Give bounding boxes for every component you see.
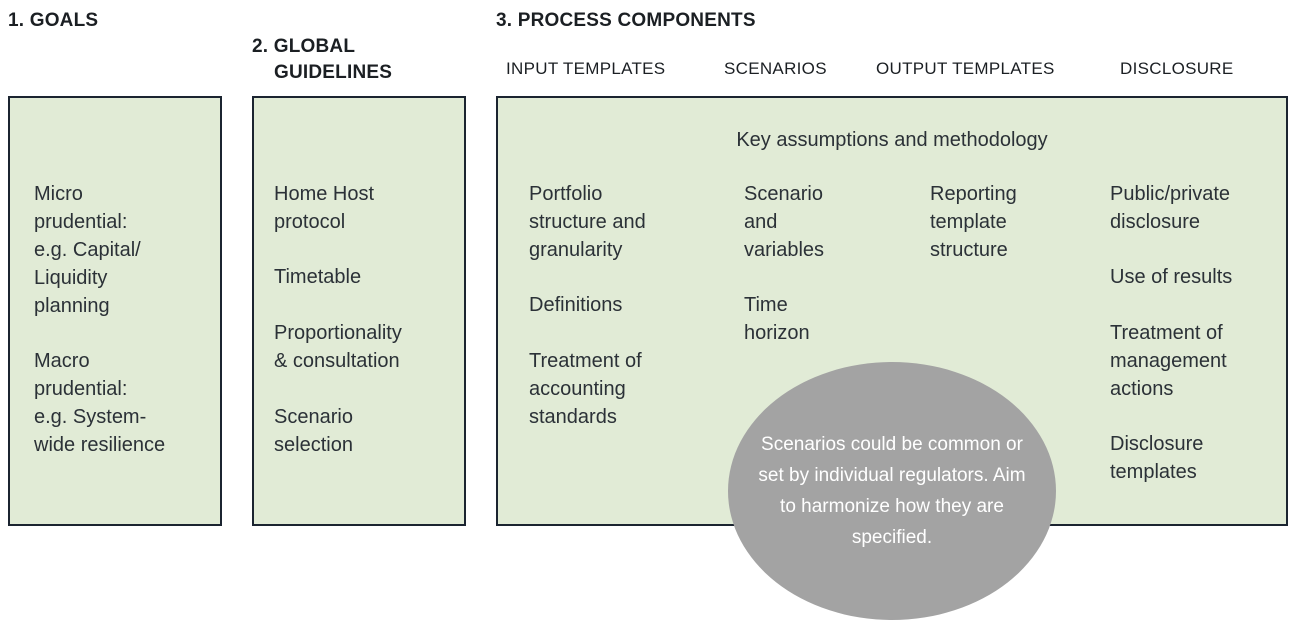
disclosure-item-use-of-results: Use of results — [1110, 266, 1233, 288]
input-templates-item-definitions: Definitions — [529, 294, 623, 316]
column-header-input-templates: INPUT TEMPLATES — [506, 59, 666, 78]
disclosure-item-disclosure-templates: Disclosure templates — [1110, 433, 1204, 483]
column-header-output-templates: OUTPUT TEMPLATES — [876, 59, 1055, 78]
global-item-home-host-protocol: Home Host protocol — [274, 183, 375, 233]
section-title-process-components: 3. PROCESS COMPONENTS — [496, 10, 756, 31]
global-item-proportionality-consultation: Proportionality & consultation — [274, 322, 402, 372]
global-item-timetable: Timetable — [274, 266, 362, 288]
callout-text: Scenarios could be common or set by indi… — [758, 434, 1026, 548]
output-templates-item-reporting-template-structure: Reporting template structure — [930, 183, 1017, 261]
section-title-global-guidelines: 2. GLOBAL GUIDELINES — [252, 8, 392, 112]
panel-global-guidelines — [252, 96, 466, 526]
scenarios-item-scenario-and-variables: Scenario and variables — [744, 183, 825, 261]
panel-goals — [8, 96, 222, 526]
input-templates-item-portfolio-structure: Portfolio structure and granularity — [529, 183, 646, 261]
section-title-goals: 1. GOALS — [8, 10, 99, 31]
goals-item-micro-prudential: Micro prudential: e.g. Capital/ Liquidit… — [34, 183, 141, 317]
section-title-global-line2: GUIDELINES — [274, 62, 393, 83]
column-header-disclosure: DISCLOSURE — [1120, 59, 1234, 78]
column-header-scenarios: SCENARIOS — [724, 59, 827, 78]
disclosure-item-public-private-disclosure: Public/private disclosure — [1110, 183, 1231, 233]
input-templates-item-accounting-standards: Treatment of accounting standards — [529, 350, 642, 428]
callout-ellipse-scenarios: Scenarios could be common or set by indi… — [728, 362, 1056, 620]
process-banner-key-assumptions: Key assumptions and methodology — [736, 129, 1048, 151]
scenarios-item-time-horizon: Time horizon — [744, 294, 810, 344]
goals-item-macro-prudential: Macro prudential: e.g. System- wide resi… — [34, 350, 166, 456]
disclosure-item-treatment-of-management-actions: Treatment of management actions — [1110, 322, 1227, 400]
global-item-scenario-selection: Scenario selection — [274, 406, 353, 456]
section-title-global-line1: 2. GLOBAL — [252, 36, 356, 57]
